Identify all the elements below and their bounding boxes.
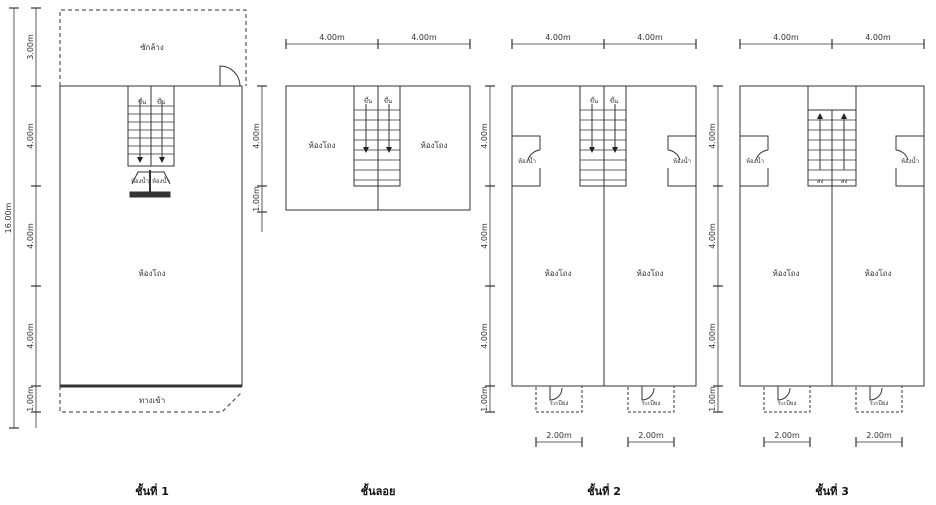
floor-1-labels: 3.00m 4.00m 4.00m 4.00m 1.00m 16.00m ซัก…	[4, 34, 170, 498]
f3-balcony-door-left	[777, 386, 791, 401]
f1-entrance-outline	[59, 386, 243, 413]
f2-bath-left-walls	[512, 135, 541, 187]
f1-toilet-right: ห้องน้ำ	[152, 175, 170, 185]
f2-dim-left-3: 4.00m	[480, 323, 489, 349]
f2-stair-up-left: ขึ้น	[590, 95, 598, 105]
f1-dim-2: 4.00m	[26, 123, 35, 149]
f3-balcony-left-label: ระเบียง	[778, 399, 797, 407]
f3-dim-bottom-1: 2.00m	[774, 431, 800, 440]
f2-bath-right-door	[667, 149, 681, 161]
mezz-dim-left-2: 1.00m	[252, 186, 261, 212]
f1-laundry-label: ซักล้าง	[140, 43, 164, 52]
f3-dim-top-1: 4.00m	[773, 33, 799, 42]
f2-balcony-door-right	[641, 386, 655, 401]
f2-bath-left-door	[527, 149, 541, 161]
f2-bath-left-label: ห้องน้ำ	[518, 155, 536, 165]
mezzanine-labels: 4.00m 4.00m 4.00m 1.00m ห้องโถง ห้องโถง …	[252, 33, 448, 498]
f3-dim-left-2: 4.00m	[708, 223, 717, 249]
f1-hall-label: ห้องโถง	[138, 268, 165, 278]
floor-3-plan	[713, 39, 925, 447]
f2-bath-right-walls	[667, 135, 696, 187]
f2-dim-bottom-2: 2.00m	[638, 431, 664, 440]
f2-stair	[579, 85, 627, 187]
f3-dim-bottom-2: 2.00m	[866, 431, 892, 440]
f3-balcony-left	[763, 385, 811, 413]
f1-stair-up-left: ขึ้น	[138, 96, 146, 106]
f1-dim-5: 1.00m	[26, 386, 35, 412]
f2-dim-top-2: 4.00m	[637, 33, 663, 42]
mezz-dim-left-1: 4.00m	[252, 123, 261, 149]
mezz-right-room: ห้องโถง	[420, 140, 447, 150]
f2-balcony-right-label: ระเบียง	[642, 399, 661, 407]
f2-balcony-door-left	[549, 386, 563, 401]
f1-dim-4: 4.00m	[26, 323, 35, 349]
f3-bath-left-walls	[740, 135, 769, 187]
f3-bath-right-label: ห้องน้ำ	[901, 155, 919, 165]
f3-stair-down-left: ลง	[817, 178, 824, 185]
f3-caption: ชั้นที่ 3	[815, 483, 849, 498]
f3-dim-left-3: 4.00m	[708, 323, 717, 349]
f1-dim-ticks	[9, 7, 41, 429]
f3-bath-left-door	[755, 149, 769, 161]
f2-balcony-left	[535, 385, 583, 413]
f3-left-room: ห้องโถง	[772, 268, 799, 278]
f3-right-room: ห้องโถง	[864, 268, 891, 278]
f3-balcony-right	[855, 385, 903, 413]
floor-1-plan	[9, 7, 247, 429]
f3-bath-left-label: ห้องน้ำ	[746, 155, 764, 165]
f1-toilet-wall	[129, 191, 171, 198]
floor-3-labels: 4.00m 4.00m 4.00m 4.00m 4.00m 1.00m 2.00…	[708, 33, 919, 498]
mezz-dim-top-2: 4.00m	[411, 33, 437, 42]
f1-back-door	[219, 65, 241, 87]
floor-2-plan	[485, 39, 697, 447]
f1-stair-up-right: ขึ้น	[157, 96, 165, 106]
f3-dim-left-1: 4.00m	[708, 123, 717, 149]
mezz-caption: ชั้นลอย	[361, 483, 396, 498]
mezzanine-plan	[257, 39, 471, 232]
f2-bath-right-label: ห้องน้ำ	[673, 155, 691, 165]
f3-balcony-door-right	[869, 386, 883, 401]
f1-laundry-outline	[59, 9, 247, 86]
f1-overall-dim: 16.00m	[4, 202, 13, 233]
mezz-stair-up-left: ขึ้น	[364, 95, 372, 105]
f2-dim-left-4: 1.00m	[480, 386, 489, 412]
f3-stair-down-right: ลง	[841, 178, 848, 185]
f2-balcony-left-label: ระเบียง	[550, 399, 569, 407]
f2-balcony-right	[627, 385, 675, 413]
f2-dim-left-2: 4.00m	[480, 223, 489, 249]
f3-balcony-right-label: ระเบียง	[870, 399, 889, 407]
f1-toilet-left: ห้องน้ำ	[131, 175, 149, 185]
floor-2-labels: 4.00m 4.00m 4.00m 4.00m 4.00m 1.00m 2.00…	[480, 33, 691, 498]
f2-left-room: ห้องโถง	[544, 268, 571, 278]
f3-bath-right-walls	[895, 135, 924, 187]
mezz-stair-up-right: ขึ้น	[384, 95, 392, 105]
f2-right-room: ห้องโถง	[636, 268, 663, 278]
f1-caption: ชั้นที่ 1	[135, 483, 169, 498]
f2-stair-up-right: ขึ้น	[610, 95, 618, 105]
mezz-left-room: ห้องโถง	[308, 140, 335, 150]
f3-bath-right-door	[895, 149, 909, 161]
mezz-stair	[353, 85, 401, 187]
f2-dim-left-1: 4.00m	[480, 123, 489, 149]
f1-entrance-label: ทางเข้า	[139, 396, 165, 405]
f1-dim-1: 3.00m	[26, 34, 35, 60]
f3-dim-top-2: 4.00m	[865, 33, 891, 42]
f3-dim-left-4: 1.00m	[708, 386, 717, 412]
mezz-dim-top-1: 4.00m	[319, 33, 345, 42]
f2-dim-top-1: 4.00m	[545, 33, 571, 42]
f1-dim-3: 4.00m	[26, 223, 35, 249]
f2-caption: ชั้นที่ 2	[587, 483, 621, 498]
f2-dim-bottom-1: 2.00m	[546, 431, 572, 440]
